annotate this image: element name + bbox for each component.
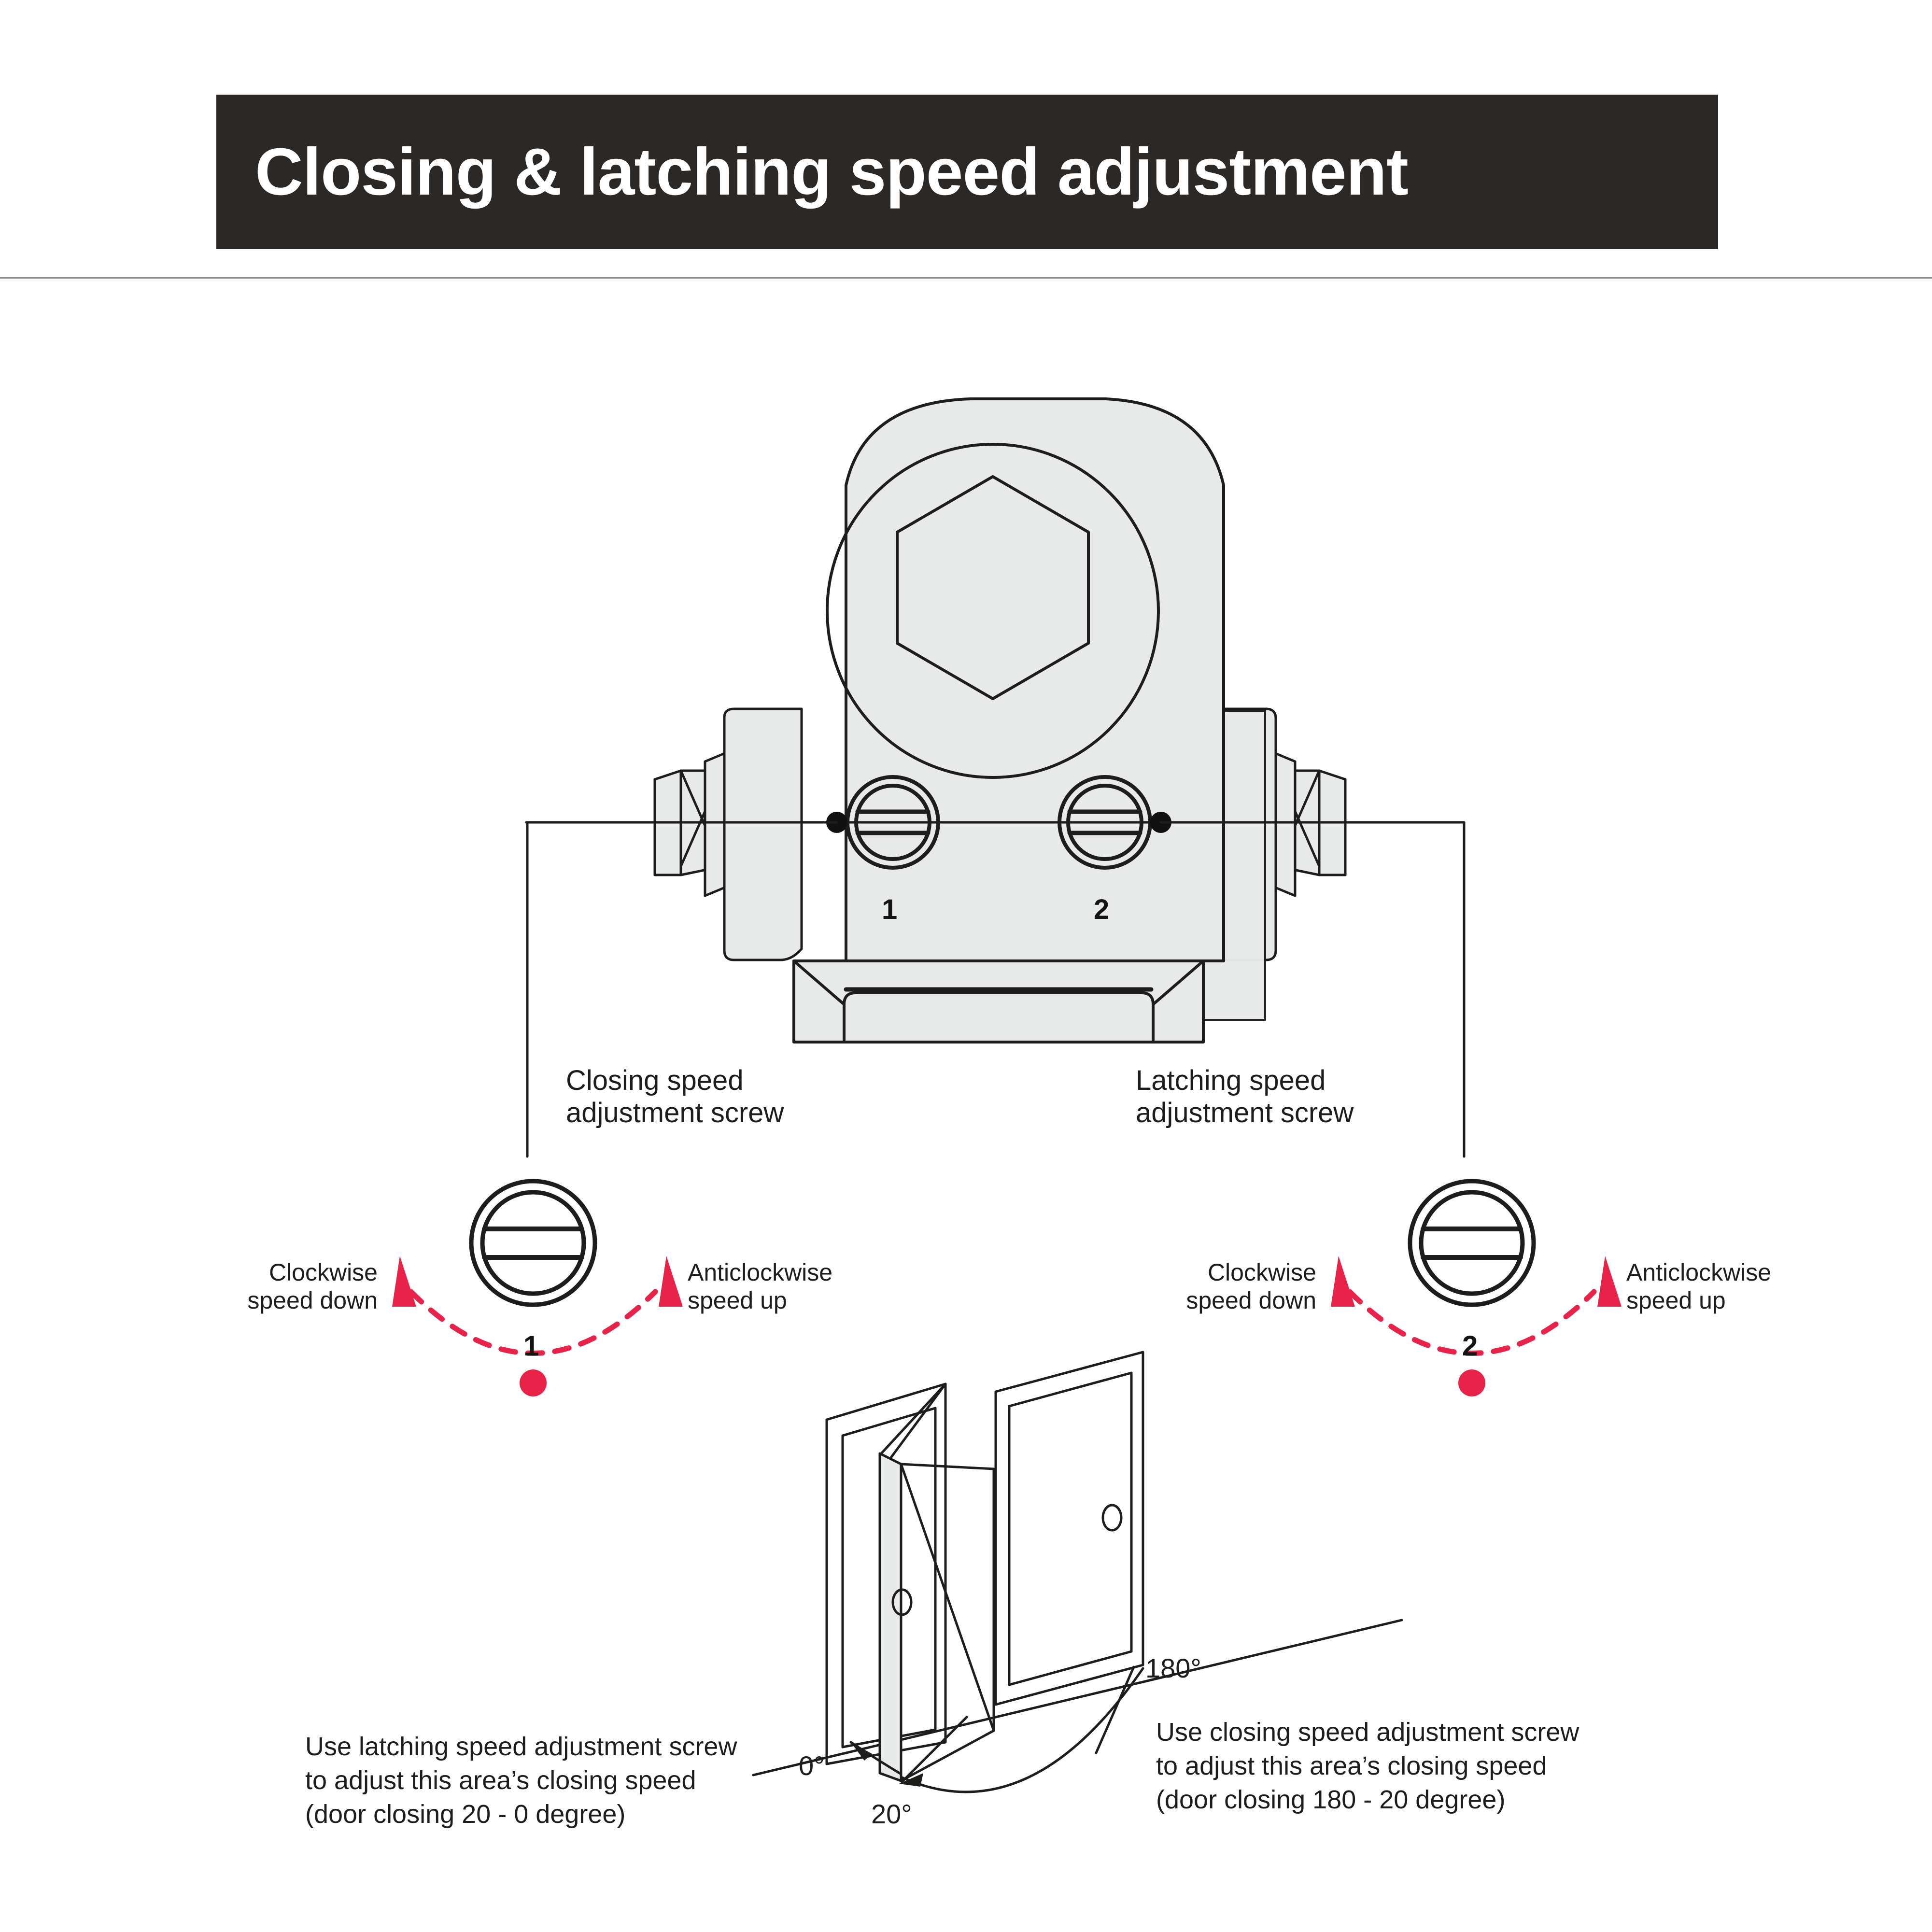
title-bar: Closing & latching speed adjustment <box>216 95 1718 249</box>
header-divider <box>0 277 1932 279</box>
rotation-arc-1 <box>408 1289 658 1356</box>
door-hinge-lines <box>880 1382 947 1464</box>
door-panel-open[interactable] <box>994 1351 1144 1706</box>
left-mount-plate <box>723 707 803 961</box>
rotation-pivot-dot-2 <box>1458 1369 1485 1396</box>
angle-180-label: 180° <box>1145 1653 1201 1683</box>
door-left-caption: Use latching speed adjustment screw to a… <box>305 1732 737 1829</box>
anticlockwise-arrow-2 <box>1597 1256 1622 1307</box>
latching-callout-leader <box>1159 821 1466 1158</box>
clockwise-arrow-2 <box>1331 1256 1355 1307</box>
door-frame-left <box>825 1382 947 1765</box>
angle-20-arrowhead <box>899 1773 923 1787</box>
closing-speed-callout: Closing speed adjustment screw <box>566 1065 784 1129</box>
device-screw-1-label: 1 <box>882 894 898 925</box>
door-right-caption: Use closing speed adjustment screw to ad… <box>1156 1718 1579 1815</box>
angle-0-label: 0° <box>799 1750 825 1781</box>
rotation-pivot-dot-1 <box>520 1369 547 1396</box>
rotation-2-anticlockwise-label: Anticlockwise speed up <box>1626 1259 1772 1314</box>
angle-0-arrowhead <box>851 1742 872 1761</box>
closing-callout-leader <box>526 821 838 1158</box>
angle-180-leader <box>1095 1665 1135 1754</box>
rotation-1-anticlockwise-label: Anticlockwise speed up <box>688 1259 833 1314</box>
angle-20-leader <box>901 1716 968 1783</box>
latching-speed-callout: Latching speed adjustment screw <box>1136 1065 1354 1129</box>
device-screw-2-label: 2 <box>1094 894 1110 925</box>
rotation-2-clockwise-label: Clockwise speed down <box>1186 1259 1316 1314</box>
closer-base <box>792 959 1205 1044</box>
door-panel-closed[interactable] <box>878 1452 995 1782</box>
rotation-2-screw-number: 2 <box>1462 1330 1478 1362</box>
door-swing-arc <box>900 1667 1144 1793</box>
rotation-1-clockwise-label: Clockwise speed down <box>247 1259 378 1314</box>
hex-socket-icon <box>896 475 1090 700</box>
rotation-1-screw-number: 1 <box>523 1330 539 1362</box>
closer-body-cap <box>826 397 1225 962</box>
anticlockwise-arrow-1 <box>659 1256 683 1307</box>
page-title: Closing & latching speed adjustment <box>255 135 1409 209</box>
rotation-arc-2 <box>1347 1289 1597 1356</box>
clockwise-arrow-1 <box>392 1256 416 1307</box>
angle-20-label: 20° <box>871 1799 912 1829</box>
